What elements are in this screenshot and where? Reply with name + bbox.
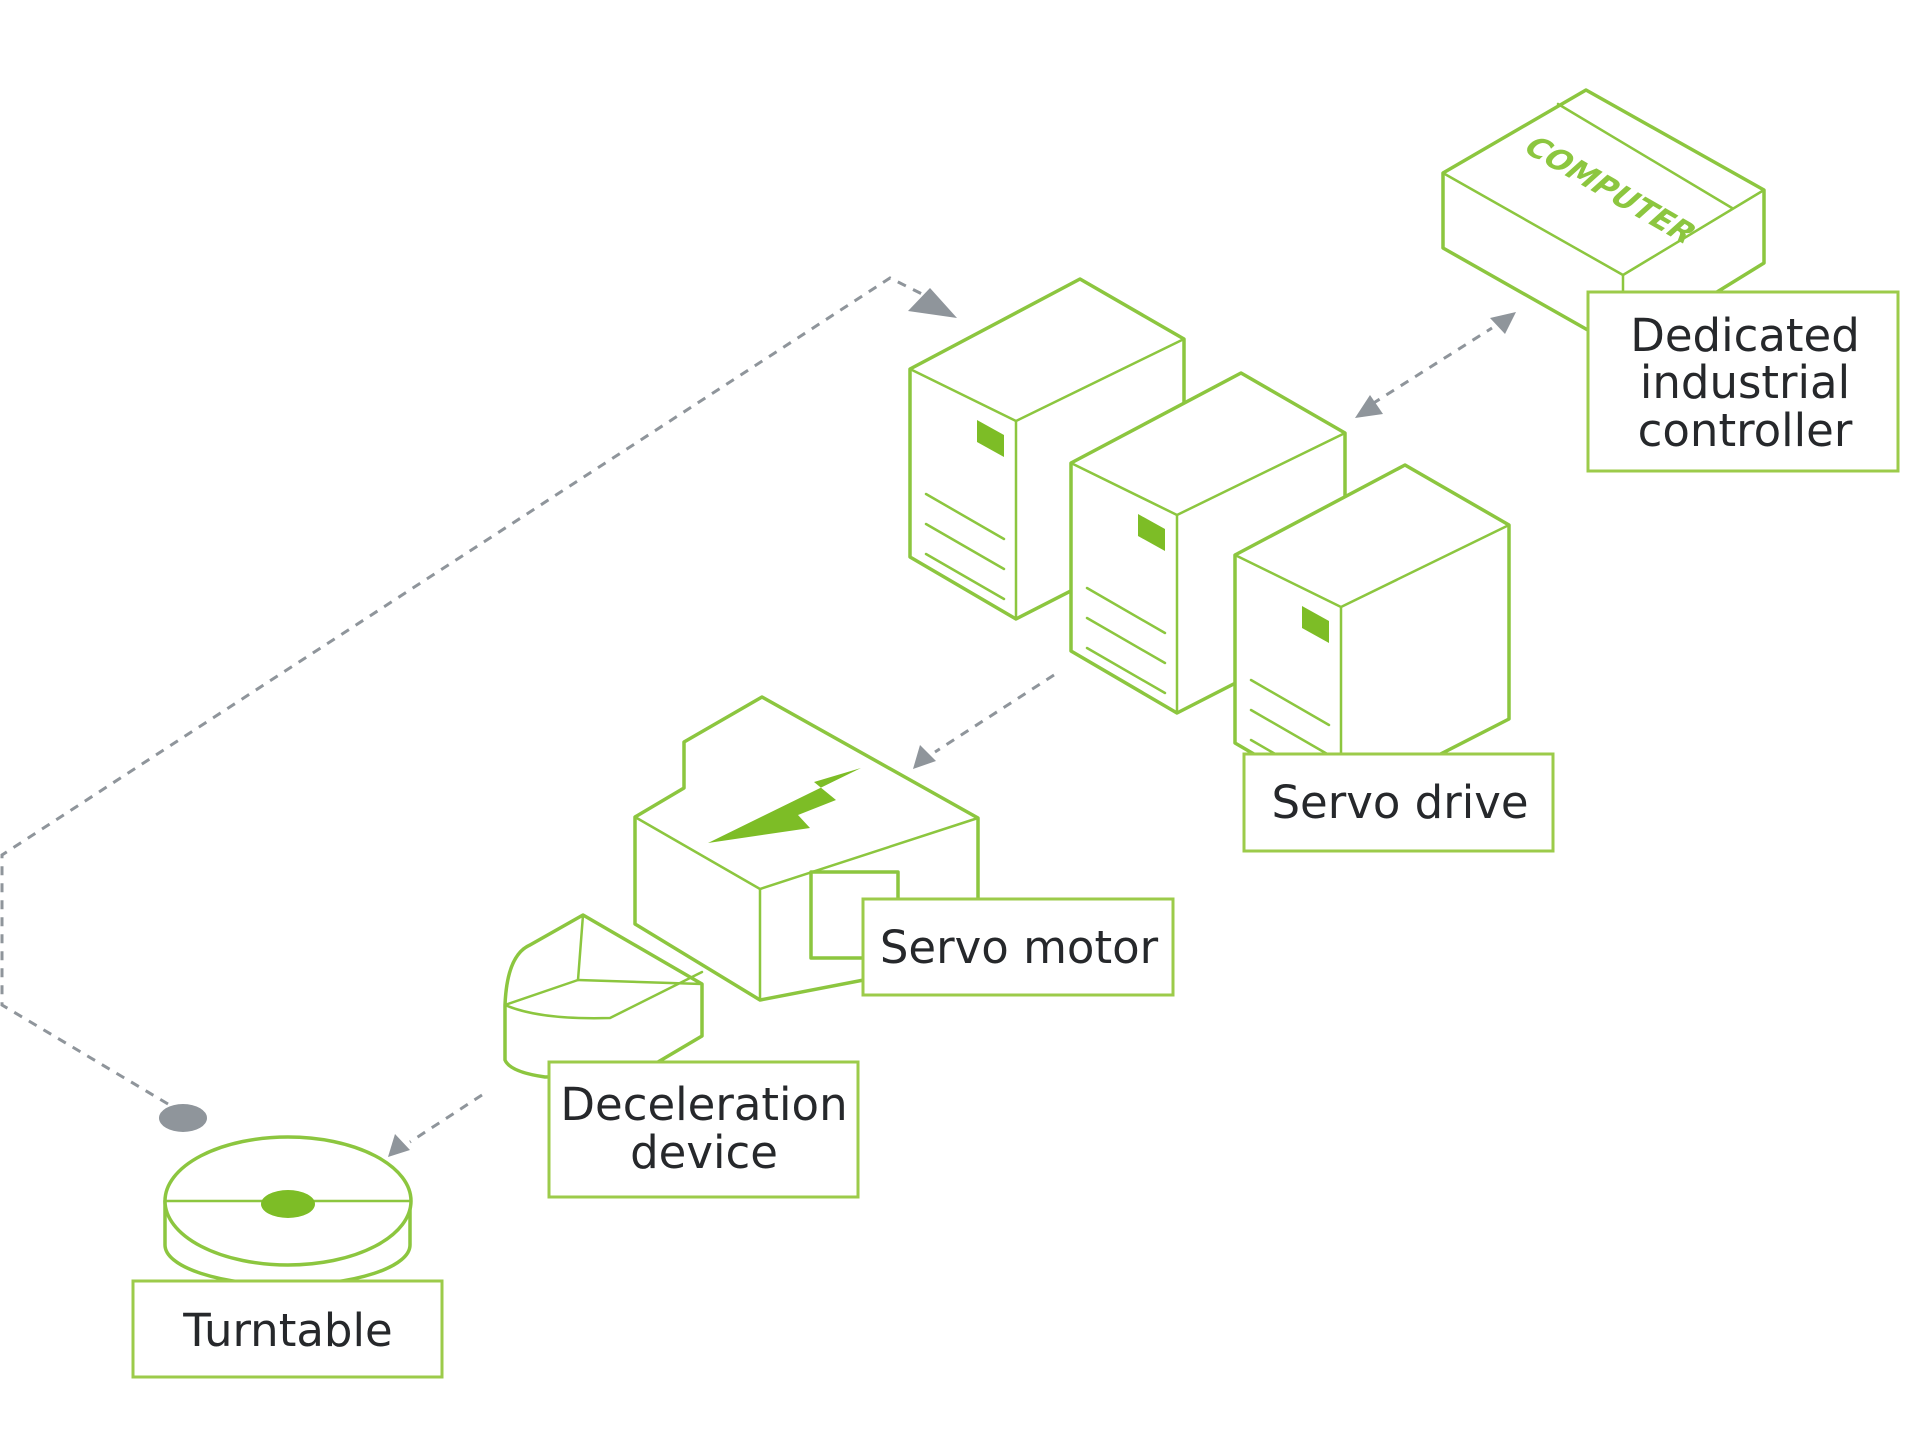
arrowhead-to-motor bbox=[913, 745, 936, 769]
arrowhead-to-turntable bbox=[388, 1134, 410, 1157]
turntable-label[interactable]: Turntable bbox=[131, 1279, 444, 1379]
turntable-disc-icon bbox=[163, 1135, 413, 1287]
turntable-center-hub bbox=[261, 1190, 315, 1218]
servo-drive-label[interactable]: Servo drive bbox=[1242, 752, 1555, 853]
deceleration-label-line-2: device bbox=[630, 1126, 778, 1179]
controller-label-line-3: controller bbox=[1638, 404, 1853, 457]
vent-line bbox=[924, 492, 1006, 541]
deceleration-device-icon bbox=[503, 913, 704, 1079]
controller-drive-connector bbox=[1355, 312, 1516, 418]
controller-label[interactable]: Dedicated industrial controller bbox=[1586, 290, 1900, 473]
deceleration-label-line-1: Deceleration bbox=[560, 1078, 847, 1131]
decel-turntable-connector bbox=[388, 1093, 483, 1157]
servo-motor-label[interactable]: Servo motor bbox=[861, 897, 1175, 997]
vent-line bbox=[1249, 678, 1331, 727]
servo-drive-label-text: Servo drive bbox=[1271, 776, 1528, 829]
deceleration-device-label[interactable]: Deceleration device bbox=[547, 1060, 860, 1199]
status-light-icon bbox=[1138, 514, 1165, 551]
feedback-sensor-dot bbox=[159, 1104, 207, 1132]
controller-label-line-2: industrial bbox=[1640, 356, 1850, 409]
arrowhead-to-controller bbox=[1490, 312, 1516, 334]
vent-line bbox=[1085, 646, 1167, 695]
controller-label-line-1: Dedicated bbox=[1630, 309, 1860, 362]
feedback-connector bbox=[0, 276, 957, 1132]
servo-drive-towers bbox=[908, 277, 1511, 807]
status-light-icon bbox=[1302, 606, 1329, 643]
turntable-label-text: Turntable bbox=[182, 1304, 392, 1357]
vent-line bbox=[1085, 586, 1167, 635]
vent-line bbox=[924, 552, 1006, 601]
vent-line bbox=[924, 522, 1006, 571]
arrowhead-to-drive bbox=[1355, 395, 1383, 418]
vent-line bbox=[1085, 616, 1167, 665]
servo-motor-label-text: Servo motor bbox=[880, 921, 1159, 974]
vent-line bbox=[1249, 708, 1331, 757]
feedback-arrowhead bbox=[908, 288, 957, 318]
lightning-bolt-icon bbox=[708, 768, 861, 843]
drive-motor-connector bbox=[913, 673, 1055, 769]
status-light-icon bbox=[977, 420, 1004, 457]
